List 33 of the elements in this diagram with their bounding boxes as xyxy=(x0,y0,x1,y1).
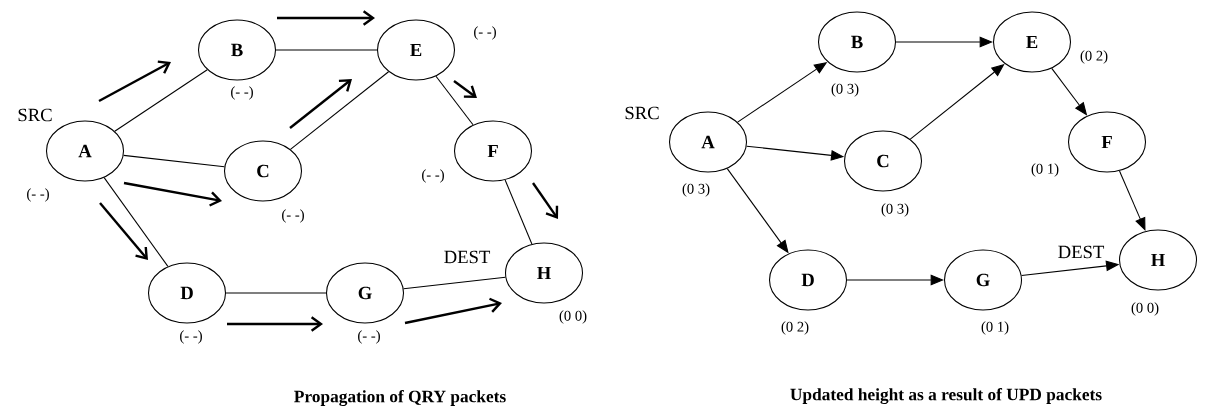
height-label: (0 0) xyxy=(559,310,587,324)
connector xyxy=(275,49,378,51)
height-label: (- -) xyxy=(358,330,380,344)
connector xyxy=(103,177,169,267)
endpoint-label: DEST xyxy=(444,250,491,264)
height-label: (0 2) xyxy=(1080,50,1108,64)
height-label: (0 1) xyxy=(1031,163,1059,177)
connector xyxy=(289,71,390,150)
connector xyxy=(225,292,327,294)
height-label: (0 3) xyxy=(831,83,859,97)
panel-caption: Propagation of QRY packets xyxy=(294,390,506,406)
panel-caption: Updated height as a result of UPD packets xyxy=(790,388,1102,404)
height-label: (- -) xyxy=(282,209,304,223)
height-label: (0 3) xyxy=(881,203,909,217)
connector xyxy=(504,179,533,245)
connector xyxy=(435,75,474,126)
height-label: (- -) xyxy=(180,330,202,344)
height-label: (0 2) xyxy=(781,321,809,335)
height-label: (- -) xyxy=(27,188,49,202)
connector xyxy=(895,36,993,48)
endpoint-label: SRC xyxy=(18,108,52,122)
height-label: (0 1) xyxy=(981,321,1009,335)
endpoint-label: SRC xyxy=(625,106,659,120)
height-label: (0 0) xyxy=(1131,302,1159,316)
connector xyxy=(403,276,506,290)
height-label: (- -) xyxy=(422,169,444,183)
height-label: (- -) xyxy=(231,86,253,100)
connector xyxy=(846,274,944,286)
height-label: (0 3) xyxy=(682,183,710,197)
height-label: (- -) xyxy=(474,26,496,40)
connector xyxy=(114,69,208,132)
connector xyxy=(123,154,225,168)
endpoint-label: DEST xyxy=(1058,245,1105,259)
